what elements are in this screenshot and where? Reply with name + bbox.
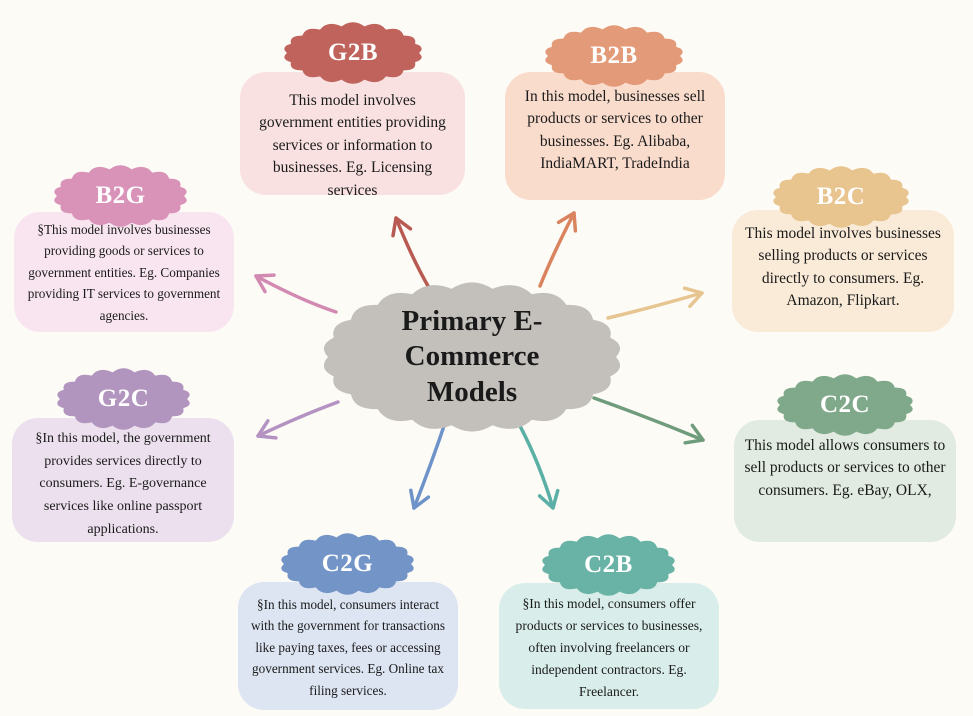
b2c-tag-cloud-shape <box>773 166 909 228</box>
c2g-tag: C2G <box>280 533 415 595</box>
c2c-description: This model allows consumers to sell prod… <box>744 437 946 499</box>
b2b-arrow <box>538 211 578 288</box>
b2c-tag-label: B2C <box>816 183 866 210</box>
g2c-description: §In this model, the government provides … <box>35 431 211 537</box>
g2b-description: This model involves government entities … <box>259 92 446 199</box>
c2g-tag-label: C2G <box>321 550 374 577</box>
g2c-tag-cloud-shape <box>57 368 190 430</box>
b2c-description: This model involves businesses selling p… <box>745 225 941 310</box>
b2g-tag-label: B2G <box>95 182 146 209</box>
g2c-tag: G2C <box>56 368 191 430</box>
b2g-tag: B2G <box>53 165 188 227</box>
c2b-description: §In this model, consumers offer products… <box>515 596 703 700</box>
c2b-tag-label: C2B <box>584 551 633 578</box>
b2g-arrow <box>254 273 338 314</box>
c2c-tag: C2C <box>776 374 914 436</box>
c2g-description-box: §In this model, consumers interact with … <box>238 582 458 710</box>
c2c-tag-label: C2C <box>819 391 871 418</box>
b2g-description-box: §This model involves businesses providin… <box>14 212 234 332</box>
c2b-tag-cloud-shape <box>542 534 675 596</box>
b2g-description: §This model involves businesses providin… <box>27 222 221 323</box>
b2c-description-box: This model involves businesses selling p… <box>732 210 954 332</box>
g2c-tag-label: G2C <box>97 385 150 412</box>
c2g-arrow <box>409 418 448 510</box>
g2c-description-box: §In this model, the government provides … <box>12 418 234 542</box>
c2b-tag: C2B <box>541 534 676 596</box>
g2b-tag-cloud-shape <box>284 22 422 84</box>
g2b-tag: G2B <box>283 22 423 84</box>
b2b-tag-cloud-shape <box>545 25 683 87</box>
b2b-description: In this model, businesses sell products … <box>524 88 706 173</box>
c2b-arrow <box>518 424 560 510</box>
center-cloud-shape <box>323 282 621 432</box>
b2b-description-box: In this model, businesses sell products … <box>505 72 725 200</box>
b2c-arrow <box>606 286 704 320</box>
b2c-tag: B2C <box>772 166 910 228</box>
c2b-description-box: §In this model, consumers offer products… <box>499 583 719 709</box>
g2c-arrow <box>256 400 340 440</box>
center-title: Primary E-Commerce Models <box>401 304 543 408</box>
g2b-description-box: This model involves government entities … <box>240 72 465 199</box>
b2b-tag-label: B2B <box>590 42 638 69</box>
g2b-tag-label: G2B <box>327 39 379 66</box>
c2c-tag-cloud-shape <box>777 374 913 436</box>
c2g-description: §In this model, consumers interact with … <box>250 597 446 698</box>
c2g-tag-cloud-shape <box>281 533 414 595</box>
b2g-tag-cloud-shape <box>54 165 187 227</box>
c2c-description-box: This model allows consumers to sell prod… <box>734 420 956 542</box>
g2b-arrow <box>391 216 430 288</box>
center-cloud: Primary E-Commerce Models <box>322 282 622 432</box>
c2c-arrow <box>592 396 705 445</box>
b2b-tag: B2B <box>544 25 684 87</box>
